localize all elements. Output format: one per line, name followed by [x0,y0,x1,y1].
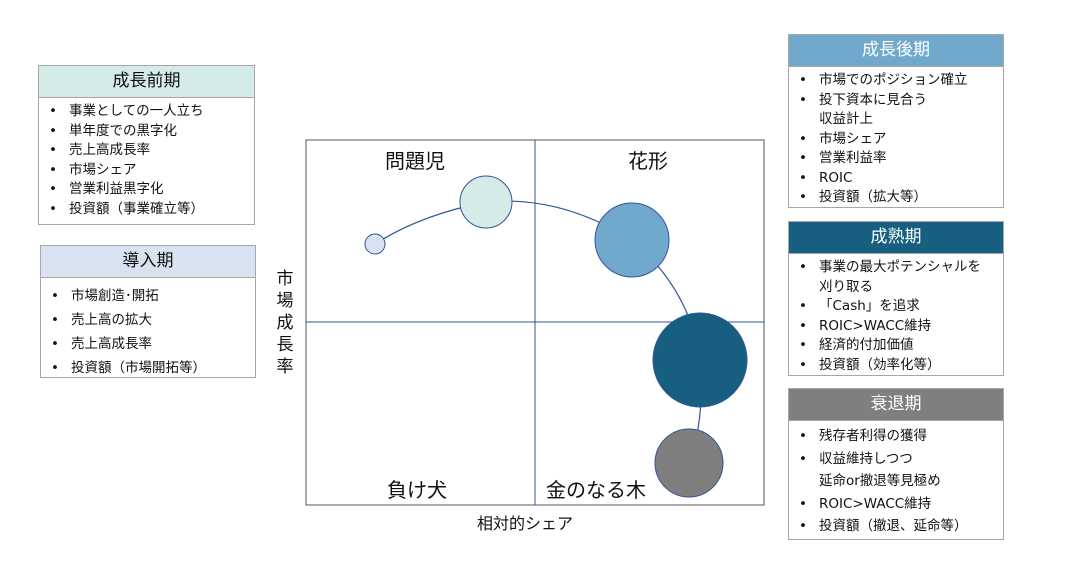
list-item: ROIC>WACC維持 [797,493,1003,516]
list-item: 投資額（市場開拓等） [49,356,255,380]
circle-late-growth [594,202,670,278]
list-item: 営業利益率 [797,149,1003,169]
list-item: 収益維持しつつ 延命or撤退等見極め [797,448,1003,493]
y-axis-label: 市場成長率 [276,269,294,377]
list-item: 事業の最大ポテンシャルを 刈り取る [797,258,1003,297]
list-item: 残存者利得の獲得 [797,425,1003,448]
list-item: 市場創造･開拓 [49,284,255,308]
list-item: 投資額（事業確立等） [47,200,254,220]
list-item: 事業としての一人立ち [47,102,254,122]
stage-title: 導入期 [41,246,255,278]
list-item: 投資額（拡大等） [797,188,1003,208]
list-item: 売上高の拡大 [49,308,255,332]
list-item: 投資額（撤退、延命等） [797,515,1003,538]
circle-maturity [652,312,748,408]
stage-introduction: 導入期 市場創造･開拓売上高の拡大売上高成長率投資額（市場開拓等） [40,245,256,380]
list-item: 売上高成長率 [49,332,255,356]
list-item: 営業利益黒字化 [47,180,254,200]
list-item: ROIC>WACC維持 [797,317,1003,337]
list-item: 市場シェア [797,130,1003,150]
stage-maturity: 成熟期 事業の最大ポテンシャルを 刈り取る「Cash」を追求ROIC>WACC維… [788,221,1004,376]
quadrant-dog: 負け犬 [387,478,447,502]
stage-late-growth: 成長後期 市場でのポジション確立投下資本に見合う 収益計上市場シェア営業利益率R… [788,34,1004,208]
list-item: 経済的付加価値 [797,336,1003,356]
stage-title: 衰退期 [789,389,1003,421]
list-item: 「Cash」を追求 [797,297,1003,317]
quadrant-star: 花形 [628,149,668,173]
list-item: 市場シェア [47,161,254,181]
list-item: 市場でのポジション確立 [797,71,1003,91]
quadrant-question-mark: 問題児 [385,149,445,173]
circle-decline [654,428,724,498]
stage-title: 成熟期 [789,222,1003,254]
stage-title: 成長前期 [39,66,254,98]
circle-early-growth [459,175,513,229]
list-item: 売上高成長率 [47,141,254,161]
x-axis-label: 相対的シェア [477,514,574,533]
list-item: 投下資本に見合う 収益計上 [797,91,1003,130]
stage-decline: 衰退期 残存者利得の獲得収益維持しつつ 延命or撤退等見極めROIC>WACC維… [788,388,1004,540]
list-item: ROIC [797,169,1003,189]
list-item: 単年度での黒字化 [47,122,254,142]
circle-introduction [364,233,386,255]
list-item: 投資額（効率化等） [797,356,1003,376]
stage-title: 成長後期 [789,35,1003,67]
quadrant-cash-cow: 金のなる木 [546,478,646,502]
stage-early-growth: 成長前期 事業としての一人立ち単年度での黒字化売上高成長率市場シェア営業利益黒字… [38,65,255,225]
